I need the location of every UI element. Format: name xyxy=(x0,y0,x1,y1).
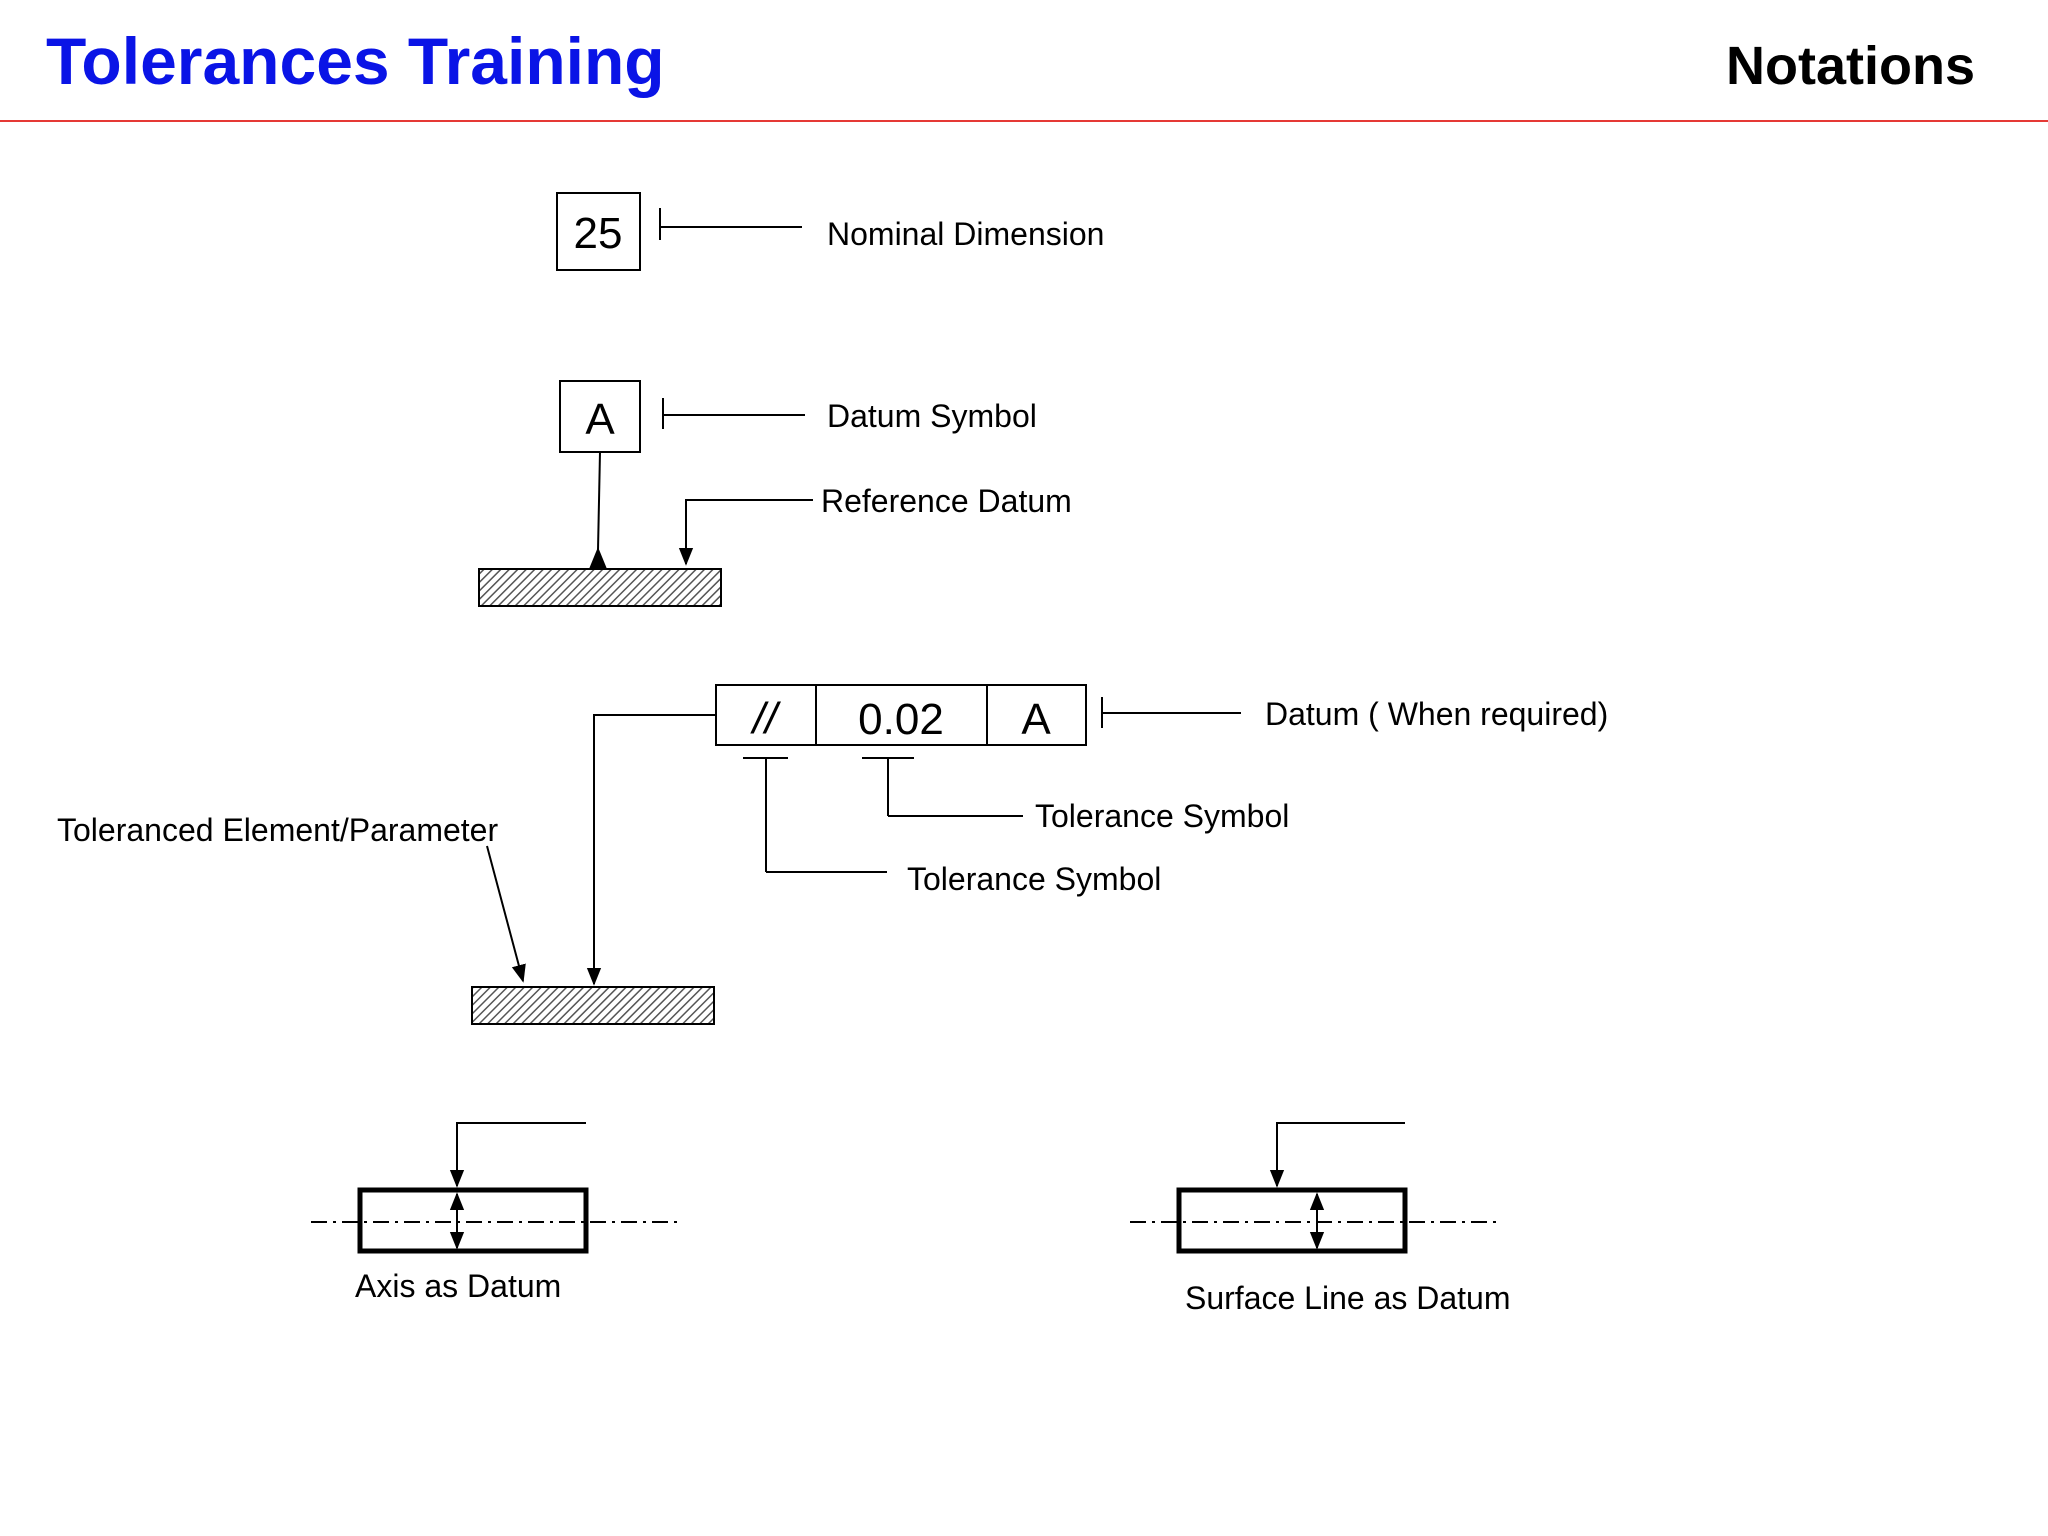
nominal-dimension-value: 25 xyxy=(574,209,623,258)
datum-symbol-group: A Datum Symbol Reference Datum xyxy=(478,380,1072,607)
frame-datum-label: Datum ( When required) xyxy=(1265,696,1608,732)
surface-as-datum-group: Surface Line as Datum xyxy=(1130,1122,1511,1316)
surface-line-as-datum-label: Surface Line as Datum xyxy=(1185,1280,1511,1316)
surface-datum-leader xyxy=(1269,1122,1405,1188)
nominal-dimension-label: Nominal Dimension xyxy=(827,216,1104,252)
axis-as-datum-group: Axis as Datum xyxy=(311,1122,682,1304)
datum-symbol-box xyxy=(559,380,641,453)
reference-datum-label: Reference Datum xyxy=(821,483,1072,519)
tolerance-value: 0.02 xyxy=(858,695,944,744)
reference-datum-arrow xyxy=(678,499,813,566)
datum-symbol-letter: A xyxy=(585,395,615,444)
toleranced-element-part xyxy=(471,986,715,1025)
tolerance-symbol-label-1: Tolerance Symbol xyxy=(1035,798,1289,834)
axis-as-datum-label: Axis as Datum xyxy=(355,1268,561,1304)
nominal-dimension-box xyxy=(556,192,641,271)
datum-surface-part xyxy=(478,568,722,607)
section-title: Notations xyxy=(1726,36,1975,96)
page-title: Tolerances Training xyxy=(46,24,665,98)
axis-datum-leader xyxy=(449,1122,586,1188)
axis-datum-part xyxy=(357,1187,589,1254)
datum-stem-line xyxy=(597,451,601,551)
tolerance-symbol-label-2: Tolerance Symbol xyxy=(907,861,1161,897)
frame-leader-arrow xyxy=(586,714,716,986)
surface-datum-part xyxy=(1176,1187,1408,1254)
toleranced-element-label: Toleranced Element/Parameter xyxy=(57,812,498,848)
datum-triangle-icon xyxy=(589,547,607,569)
datum-symbol-label: Datum Symbol xyxy=(827,398,1037,434)
toleranced-element-arrow xyxy=(486,845,526,983)
feature-control-frame: // 0.02 A Datum ( When required) Toleran… xyxy=(57,684,1608,1025)
parallelism-symbol: // xyxy=(750,694,781,743)
frame-outline xyxy=(715,684,1087,746)
frame-datum-letter: A xyxy=(1021,695,1051,744)
nominal-dimension-group: 25 Nominal Dimension xyxy=(556,192,1104,271)
